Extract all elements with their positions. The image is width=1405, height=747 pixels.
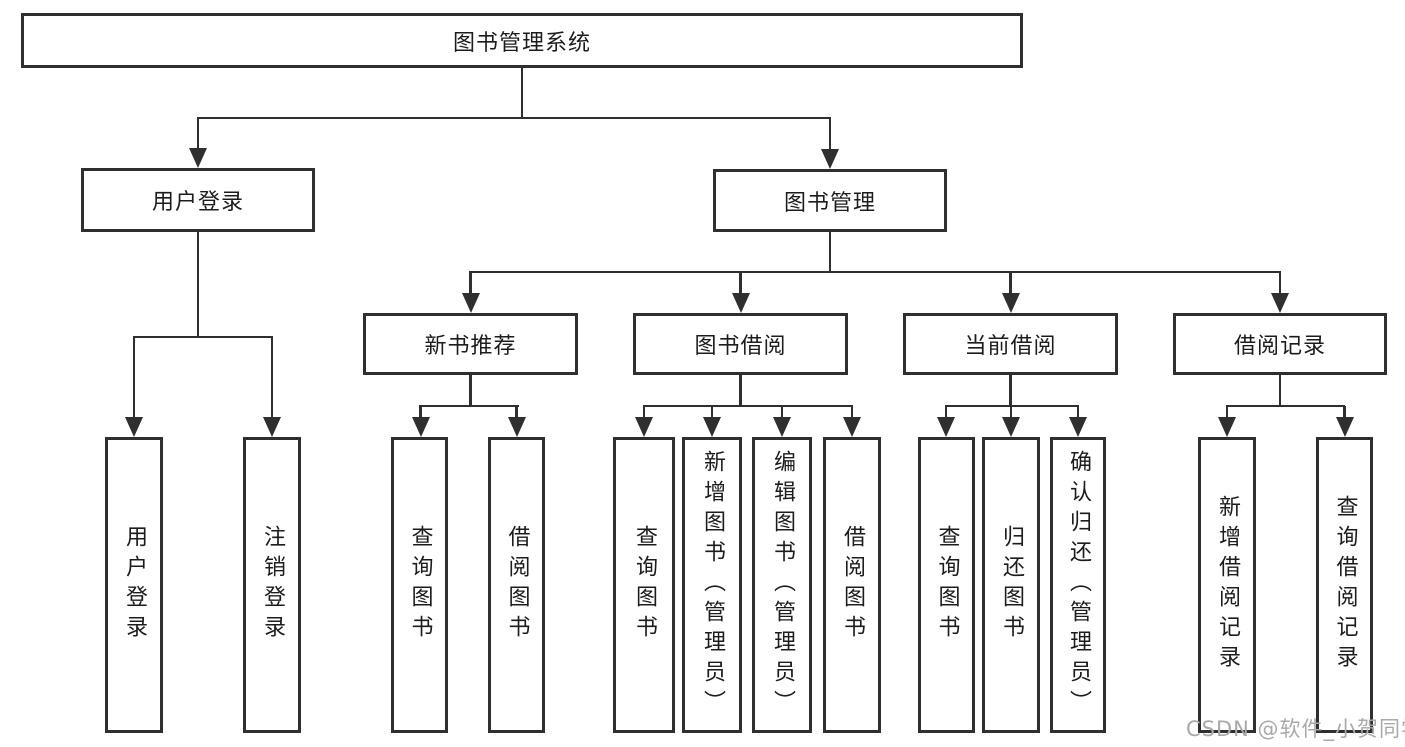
arrow-down-icon xyxy=(1335,417,1354,437)
edge-arrow-shaft xyxy=(1278,272,1282,295)
arrow-down-icon xyxy=(1271,293,1289,313)
leaf-query-books-recommend: 查询图书 xyxy=(391,437,448,733)
edge-arrow-shaft xyxy=(710,406,714,419)
edge-book-management-stem xyxy=(828,232,832,272)
node-new-book-recommend: 新书推荐 xyxy=(363,313,578,375)
arrow-down-icon xyxy=(703,417,721,437)
edge-arrow-shaft xyxy=(828,118,832,150)
edge-arrow-shaft xyxy=(1343,406,1346,419)
arrow-down-icon xyxy=(507,417,526,437)
leaf-confirm-return-admin: 确认归还（管理员） xyxy=(1050,437,1106,733)
arrow-down-icon xyxy=(1001,293,1020,313)
leaf-label: 查询图书 xyxy=(407,525,433,645)
leaf-query-borrow-record: 查询借阅记录 xyxy=(1316,437,1373,733)
edge-arrow-shaft xyxy=(1009,406,1013,419)
leaf-add-books-admin: 新增图书（管理员） xyxy=(682,437,742,733)
edge-arrow-shaft xyxy=(780,406,784,419)
leaf-return-books: 归还图书 xyxy=(982,437,1040,733)
leaf-user-login: 用户登录 xyxy=(105,437,163,733)
edge-new-book-stem xyxy=(469,375,472,406)
leaf-label: 新增图书（管理员） xyxy=(700,450,725,720)
node-book-borrow: 图书借阅 xyxy=(633,313,848,375)
leaf-label: 查询借阅记录 xyxy=(1332,495,1358,675)
leaf-borrow-books-recommend: 借阅图书 xyxy=(488,437,545,733)
arrow-down-icon xyxy=(937,417,955,437)
edge-new-book-branch xyxy=(419,404,519,408)
node-borrow-records: 借阅记录 xyxy=(1173,313,1387,375)
arrow-down-icon xyxy=(821,149,839,169)
arrow-down-icon xyxy=(1218,417,1236,437)
edge-arrow-shaft xyxy=(1076,406,1080,419)
node-book-management: 图书管理 xyxy=(713,169,947,232)
leaf-query-books-borrow: 查询图书 xyxy=(613,437,675,733)
edge-arrow-shaft xyxy=(270,337,274,419)
edge-book-borrow-branch xyxy=(642,404,854,408)
edge-arrow-shaft xyxy=(515,406,518,419)
leaf-label: 查询图书 xyxy=(934,525,960,645)
leaf-borrow-books: 借阅图书 xyxy=(823,437,881,733)
leaf-add-borrow-record: 新增借阅记录 xyxy=(1198,437,1256,733)
leaf-label: 编辑图书（管理员） xyxy=(770,450,795,720)
leaf-label: 用户登录 xyxy=(122,525,147,645)
node-current-borrow: 当前借阅 xyxy=(903,313,1118,375)
edge-arrow-shaft xyxy=(419,406,422,419)
edge-book-management-branch xyxy=(469,270,1282,274)
edge-root-stem xyxy=(520,68,524,118)
leaf-label: 确认归还（管理员） xyxy=(1066,450,1091,720)
arrow-down-icon xyxy=(125,417,143,437)
leaf-label: 归还图书 xyxy=(999,525,1024,645)
arrow-down-icon xyxy=(1002,417,1020,437)
csdn-watermark: CSDN @软件_小贺同学 xyxy=(1186,717,1405,741)
leaf-label: 借阅图书 xyxy=(840,525,865,645)
edge-arrow-shaft xyxy=(196,118,200,150)
leaf-query-books-current: 查询图书 xyxy=(918,437,975,733)
edge-arrow-shaft xyxy=(944,406,948,419)
edge-root-branch xyxy=(196,116,832,120)
arrow-down-icon xyxy=(773,417,791,437)
edge-arrow-shaft xyxy=(1225,406,1229,419)
edge-arrow-shaft xyxy=(739,272,742,295)
edge-borrow-records-branch xyxy=(1225,404,1346,408)
leaf-edit-books-admin: 编辑图书（管理员） xyxy=(752,437,812,733)
node-root: 图书管理系统 xyxy=(21,13,1023,68)
arrow-down-icon xyxy=(1069,417,1087,437)
arrow-down-icon xyxy=(843,417,861,437)
edge-user-login-branch xyxy=(132,335,274,339)
arrow-down-icon xyxy=(635,417,653,437)
edge-arrow-shaft xyxy=(1009,272,1012,295)
leaf-label: 注销登录 xyxy=(260,525,285,645)
edge-book-borrow-stem xyxy=(739,375,742,406)
arrow-down-icon xyxy=(263,417,281,437)
edge-user-login-stem xyxy=(196,232,200,338)
arrow-down-icon xyxy=(731,293,750,313)
edge-arrow-shaft xyxy=(850,406,854,419)
node-user-login: 用户登录 xyxy=(81,168,315,232)
edge-borrow-records-stem xyxy=(1278,375,1282,406)
leaf-logout: 注销登录 xyxy=(243,437,301,733)
leaf-label: 查询图书 xyxy=(632,525,657,645)
edge-current-borrow-stem xyxy=(1009,375,1012,406)
leaf-label: 借阅图书 xyxy=(504,525,530,645)
leaf-label: 新增借阅记录 xyxy=(1215,495,1240,675)
edge-arrow-shaft xyxy=(469,272,472,295)
arrow-down-icon xyxy=(461,293,480,313)
arrow-down-icon xyxy=(189,148,207,168)
edge-arrow-shaft xyxy=(132,337,136,419)
edge-arrow-shaft xyxy=(642,406,646,419)
arrow-down-icon xyxy=(411,417,430,437)
